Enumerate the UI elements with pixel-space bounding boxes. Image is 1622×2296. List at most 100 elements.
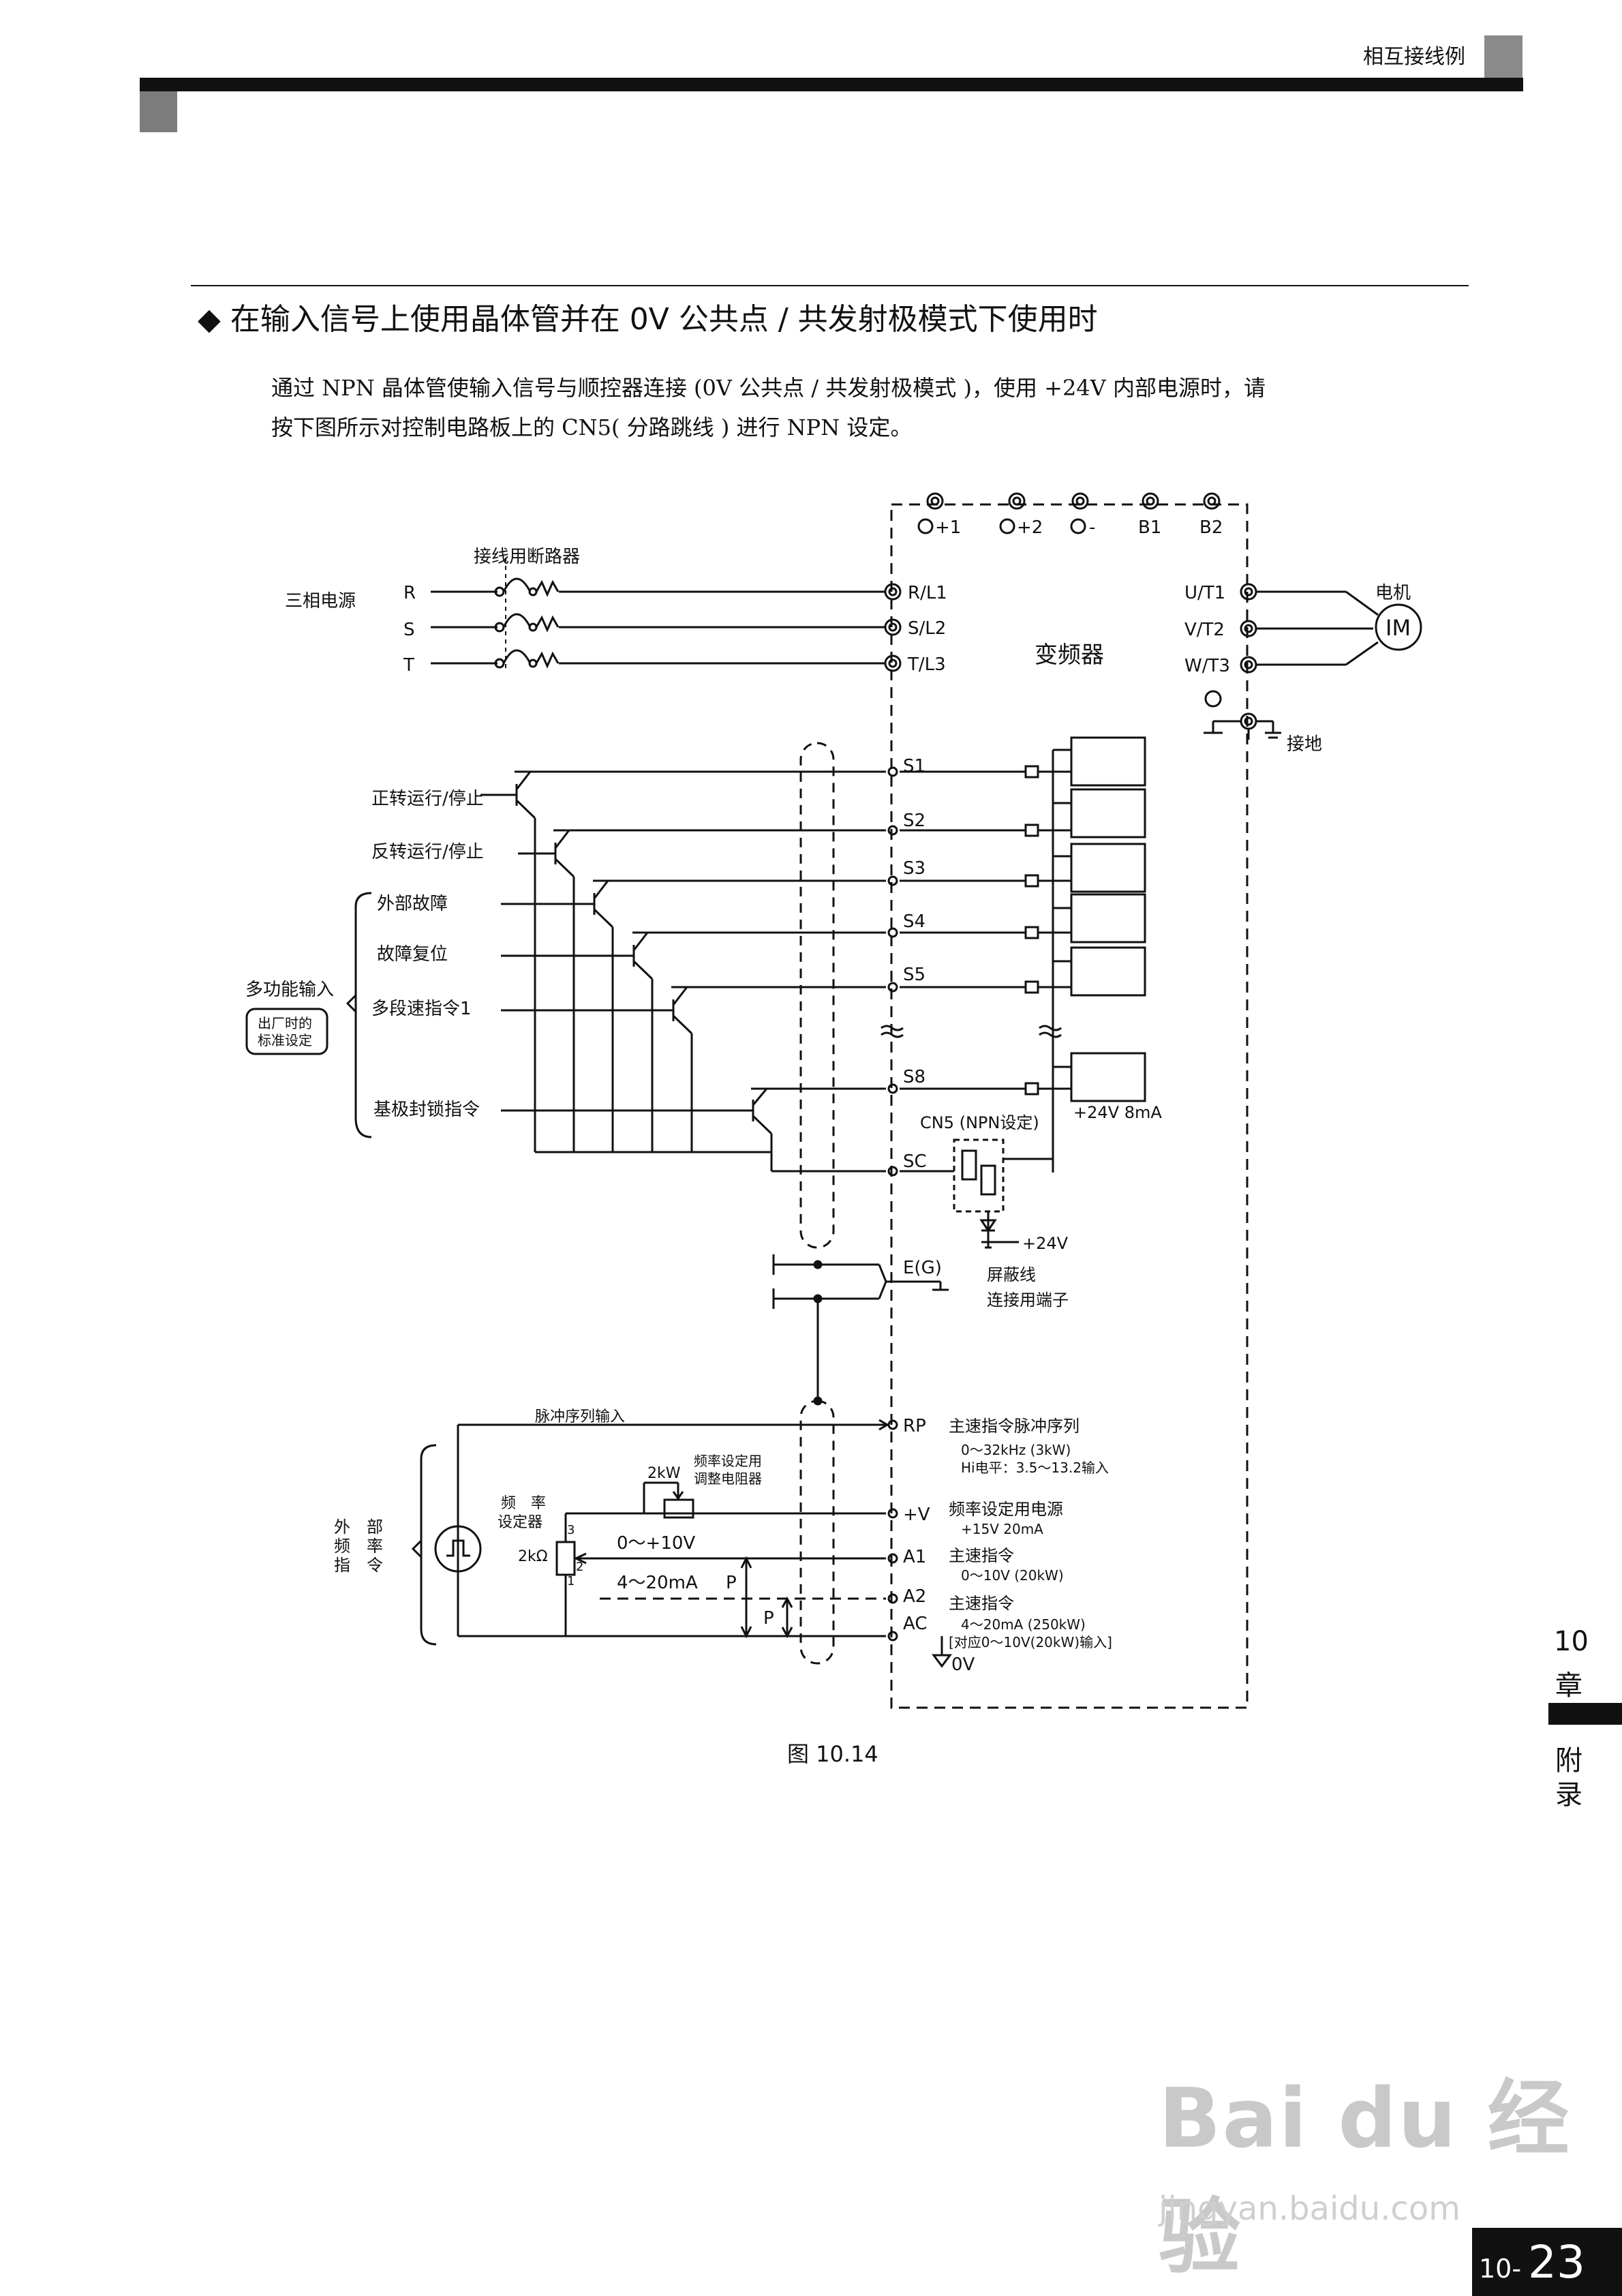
pot-desc-2: 调整电阻器 (694, 1470, 762, 1487)
a2-desc-2: 4～20mA (250kW) (961, 1616, 1086, 1633)
pin-3: 3 (567, 1523, 575, 1537)
page-number-box: 10- 23 (1472, 2228, 1622, 2296)
phase-r: R (403, 583, 416, 603)
pot-desc-1: 频率设定用 (694, 1453, 762, 1469)
breaker-label: 接线用断路器 (474, 547, 580, 567)
term-sl2: S/L2 (908, 618, 946, 639)
figure-caption: 图 10.14 (787, 1741, 878, 1767)
intro-paragraph: 通过 NPN 晶体管使输入信号与顺控器连接 (0V 公共点 / 共发射极模式 )… (271, 368, 1471, 447)
rp-desc-3: Hi电平：3.5～13.2输入 (961, 1460, 1109, 1476)
p-label-1: P (726, 1573, 737, 1593)
ext-freq-3: 指 令 (334, 1556, 383, 1575)
intro-line-1: 通过 NPN 晶体管使输入信号与顺控器连接 (0V 公共点 / 共发射极模式 )… (271, 375, 1266, 401)
power-label: 三相电源 (285, 591, 356, 611)
rp-desc-2: 0～32kHz (3kW) (961, 1442, 1071, 1458)
watermark-url: jingyan.baidu.com (1159, 2190, 1460, 2228)
v-desc-1: 频率设定用电源 (949, 1500, 1063, 1519)
term-eg: E(G) (903, 1258, 942, 1278)
header-marker-left (140, 91, 177, 132)
a2-desc-3: [对应0～10V(20kW)输入] (949, 1634, 1112, 1650)
a1-desc-1: 主速指令 (949, 1546, 1014, 1565)
term-s2: S2 (903, 811, 925, 831)
ext-freq-2: 频 率 (334, 1537, 383, 1556)
term-s8: S8 (903, 1067, 925, 1087)
term-tl3: T/L3 (907, 654, 946, 675)
term-minus: - (1089, 517, 1095, 538)
range-v: 0～+10V (617, 1533, 695, 1554)
appendix-char-1: 附 (1555, 1745, 1582, 1777)
shield-label-2: 连接用端子 (987, 1290, 1069, 1310)
cn5-box (953, 1138, 1005, 1213)
v-desc-2: +15V 20mA (961, 1521, 1043, 1537)
term-b2: B2 (1199, 517, 1223, 538)
multi-input-label: 多功能输入 (245, 980, 334, 1000)
motor-label: 电机 (1375, 583, 1411, 603)
term-a1: A1 (903, 1547, 926, 1567)
phase-s: S (403, 620, 415, 640)
watermark-brand: Bai du 经验 (1159, 2072, 1571, 2285)
term-ac: AC (903, 1614, 927, 1634)
header-marker-right (1484, 35, 1522, 83)
page-number: 23 (1528, 2236, 1585, 2289)
section-rule (191, 285, 1469, 286)
ground-label: 接地 (1287, 734, 1322, 755)
term-vt2: V/T2 (1184, 620, 1225, 640)
p-label-2: P (763, 1608, 774, 1629)
term-s5: S5 (903, 965, 925, 985)
transistor-s5 (501, 986, 693, 1152)
running-header: 相互接线例 (1363, 45, 1465, 69)
shield-label-1: 屏蔽线 (987, 1265, 1036, 1284)
intro-line-2: 按下图所示对控制电路板上的 CN5( 分路跳线 ) 进行 NPN 设定。 (271, 414, 913, 440)
rp-desc-1: 主速指令脉冲序列 (949, 1417, 1080, 1436)
supply-24v-8ma: +24V 8mA (1073, 1103, 1162, 1122)
transistor-s1 (480, 770, 536, 1152)
zero-v: 0V (951, 1655, 975, 1675)
appendix-char-2: 录 (1555, 1779, 1582, 1811)
input-label-s4: 故障复位 (377, 944, 448, 965)
freq-setter-1: 频 率 (501, 1495, 546, 1512)
term-v: +V (903, 1505, 930, 1525)
pin-1: 1 (567, 1574, 575, 1588)
chapter-tab-bar (1548, 1703, 1622, 1725)
header-rule (140, 78, 1523, 91)
input-label-s8: 基极封锁指令 (373, 1100, 480, 1120)
term-s4: S4 (903, 911, 925, 932)
cn5-label: CN5 (NPN设定) (920, 1113, 1039, 1132)
chapter-word: 章 (1555, 1670, 1582, 1702)
motor-symbol: IM (1386, 615, 1411, 641)
input-label-s3: 外部故障 (377, 894, 448, 914)
supply-24v: +24V (1022, 1234, 1069, 1253)
inverter-label: 变频器 (1035, 641, 1104, 669)
range-ma: 4～20mA (617, 1573, 698, 1593)
term-plus2: +2 (1017, 517, 1043, 538)
input-label-s5: 多段速指令1 (371, 999, 472, 1019)
motor-circle (1375, 603, 1422, 651)
pot-value: 2kΩ (518, 1548, 548, 1565)
chapter-number: 10 (1554, 1626, 1589, 1657)
term-ut1: U/T1 (1184, 583, 1225, 603)
section-title: ◆ 在输入信号上使用晶体管并在 0V 公共点 / 共发射极模式下使用时 (198, 302, 1098, 337)
term-rl1: R/L1 (908, 583, 947, 603)
transistor-s8 (501, 1088, 773, 1171)
page-number-prefix: 10- (1479, 2254, 1522, 2284)
input-label-s2: 反转运行/停止 (371, 842, 484, 862)
term-plus1: +1 (935, 517, 961, 538)
inverter-box (890, 503, 1249, 1709)
transistor-s4 (501, 932, 654, 1152)
optocouplers (900, 736, 1146, 1173)
a2-desc-1: 主速指令 (949, 1594, 1014, 1613)
pulse-input-label: 脉冲序列输入 (535, 1408, 625, 1425)
factory-label-1: 出厂时的 (258, 1015, 312, 1031)
term-s1: S1 (903, 756, 925, 776)
input-label-s1: 正转运行/停止 (371, 789, 484, 809)
term-b1: B1 (1138, 517, 1161, 538)
shield-capsule-lower (799, 1400, 835, 1665)
term-s3: S3 (903, 858, 925, 879)
phase-t: T (403, 655, 414, 676)
pin-2: 2 (576, 1560, 583, 1574)
a1-desc-2: 0～10V (20kW) (961, 1567, 1064, 1584)
term-sc: SC (903, 1151, 927, 1172)
shield-capsule-upper (799, 742, 835, 1249)
term-a2: A2 (903, 1586, 926, 1607)
